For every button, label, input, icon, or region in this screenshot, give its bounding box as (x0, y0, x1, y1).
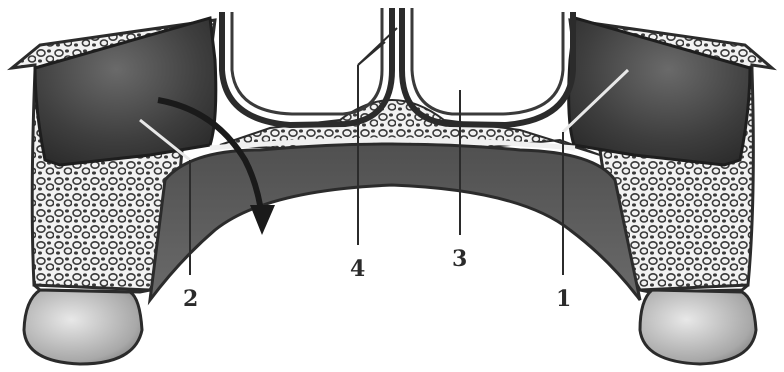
right-nasal-passage-wall (402, 8, 573, 125)
right-tooth-crown (640, 290, 756, 364)
arrow-head-icon (250, 205, 275, 235)
hard-palate (150, 144, 640, 300)
left-tooth-crown (24, 290, 142, 364)
label-2: 2 (183, 286, 198, 312)
left-nasal-passage-inner (232, 8, 382, 114)
label-3: 3 (452, 246, 467, 272)
right-nasal-passage-inner (412, 8, 563, 114)
label-1: 1 (556, 286, 571, 312)
label-4: 4 (350, 256, 365, 282)
